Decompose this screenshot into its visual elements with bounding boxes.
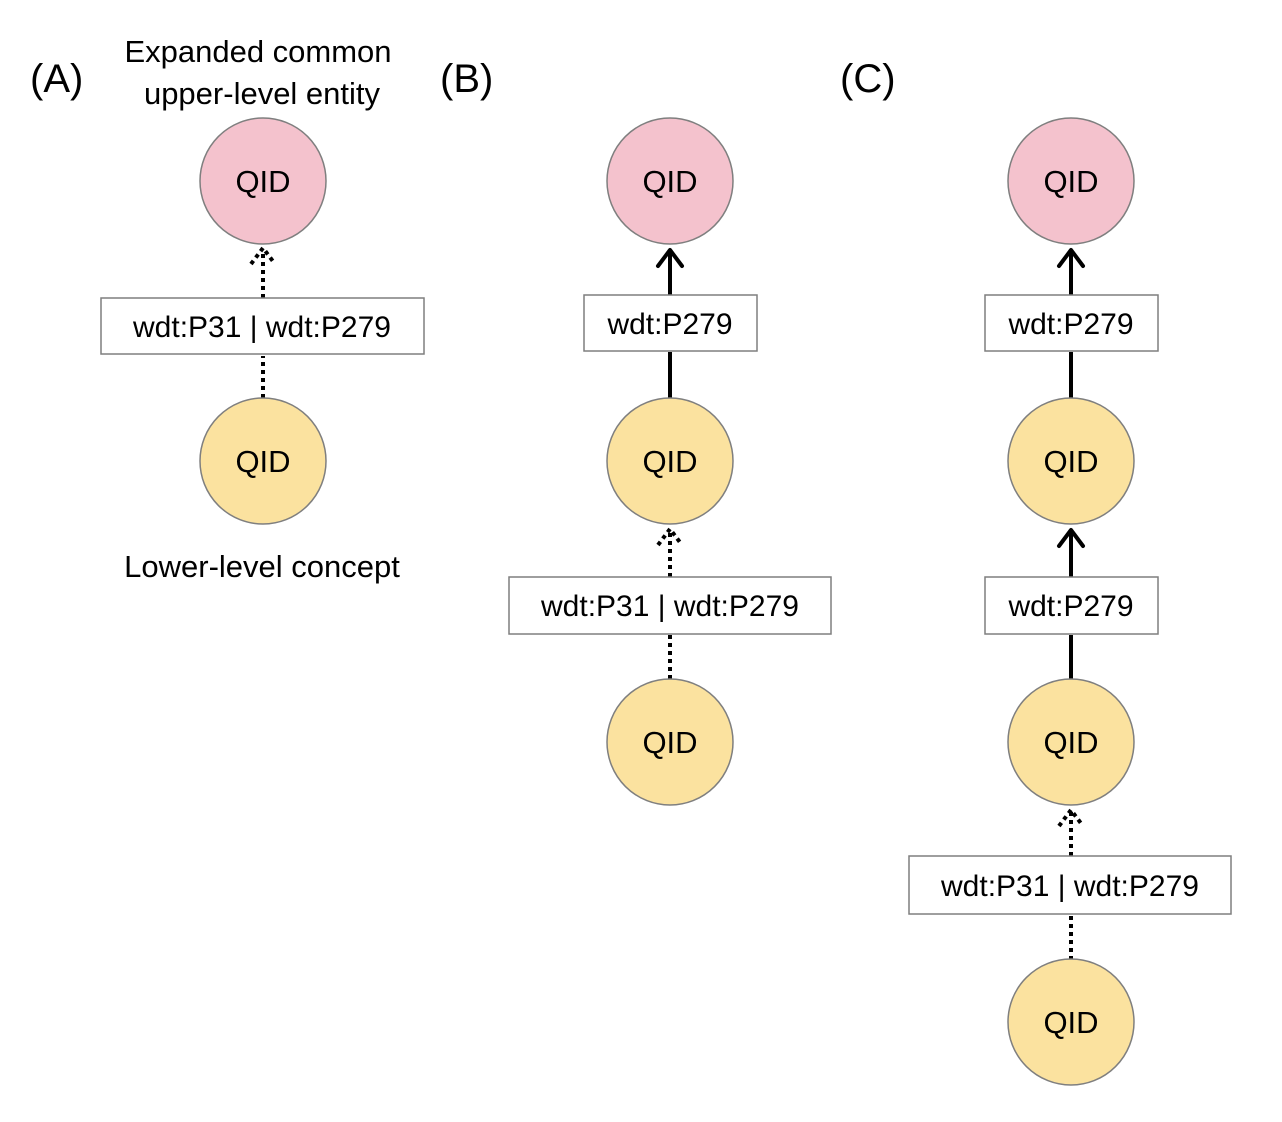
panel-a-edge-0-label-box — [100, 297, 425, 355]
panel-b-edge-1-label-box — [508, 576, 832, 635]
panel-a-node-1 — [199, 397, 327, 525]
panel-b-edge-0-label: wdt:P279 — [606, 308, 732, 341]
panel-b-node-1-label: QID — [642, 444, 697, 479]
panel-c-node-1-label: QID — [1043, 444, 1098, 479]
panel-a-node-0 — [199, 117, 327, 245]
panel-c-edge-0-arrowhead — [1057, 248, 1085, 268]
panel-c-edge-1-arrowhead — [1057, 528, 1085, 548]
panel-b-node-0-label: QID — [642, 164, 697, 199]
panel-a-label: (A) — [30, 57, 83, 101]
panel-a-node-1-label: QID — [235, 444, 290, 479]
panel-c: (C) wdt:P279 wdt:P279 wdt:P31 | wdt:P279… — [840, 57, 1232, 1086]
panel-a-bottom-caption: Lower-level concept — [124, 549, 400, 584]
panel-b-node-2-label: QID — [642, 725, 697, 760]
panel-b-node-0 — [606, 117, 734, 245]
panel-c-node-3-label: QID — [1043, 1005, 1098, 1040]
panel-c-edge-2-label: wdt:P31 | wdt:P279 — [940, 870, 1199, 903]
panel-c-edge-0-label-box — [984, 294, 1159, 352]
panel-c-edge-2-arrowhead — [1057, 806, 1085, 828]
panel-b-edge-1-label: wdt:P31 | wdt:P279 — [540, 590, 799, 623]
panel-b-edge-0-label-box — [583, 294, 758, 352]
panel-c-node-2-label: QID — [1043, 725, 1098, 760]
panel-c-edge-1-label: wdt:P279 — [1007, 590, 1133, 623]
panel-b-edge-1-arrowhead — [656, 525, 684, 547]
panel-c-edge-1-label-box — [984, 576, 1159, 635]
panel-c-edge-0-label: wdt:P279 — [1007, 308, 1133, 341]
panel-c-node-3 — [1007, 958, 1135, 1086]
panel-a-top-caption-line1: Expanded common — [124, 34, 391, 69]
panel-a-node-0-label: QID — [235, 164, 290, 199]
panel-a-top-caption-line2: upper-level entity — [144, 76, 381, 111]
panel-c-edge-2-label-box — [908, 855, 1232, 915]
panel-c-node-0 — [1007, 117, 1135, 245]
panel-b-node-1 — [606, 397, 734, 525]
panel-c-node-1 — [1007, 397, 1135, 525]
panel-c-node-0-label: QID — [1043, 164, 1098, 199]
panel-b-label: (B) — [440, 57, 493, 101]
panel-b-node-2 — [606, 678, 734, 806]
panel-a-edge-0-label: wdt:P31 | wdt:P279 — [132, 311, 391, 344]
panel-a-edge-0-arrowhead — [249, 244, 277, 266]
panel-b: (B) wdt:P279 wdt:P31 | wdt:P279 QID QID … — [440, 57, 832, 806]
panel-c-node-2 — [1007, 678, 1135, 806]
panel-c-label: (C) — [840, 57, 896, 101]
panel-b-edge-0-arrowhead — [656, 248, 684, 268]
panel-a: (A) Expanded common upper-level entity w… — [30, 34, 425, 584]
